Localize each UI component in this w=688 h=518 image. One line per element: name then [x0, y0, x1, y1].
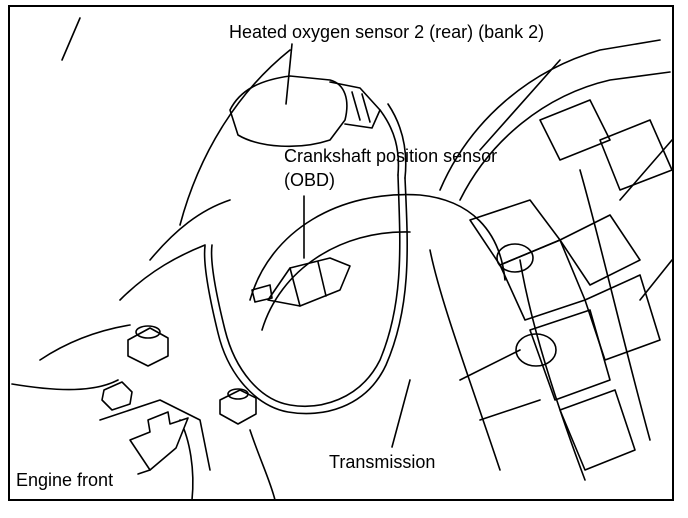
- transmission-boss-1: [496, 243, 534, 273]
- diagram-frame: [8, 5, 674, 501]
- transmission-outline-4: [519, 259, 586, 481]
- transmission-boss-2: [515, 333, 557, 367]
- diagonal-line: [61, 17, 81, 61]
- transmission-rib-7: [599, 119, 673, 191]
- oxygen-sensor-wire-loop-2: [387, 103, 407, 179]
- engine-block-curve: [179, 49, 291, 226]
- transmission-rib-1: [469, 199, 561, 266]
- transmission-diagonal-5: [459, 349, 521, 381]
- engine-block-curve-2: [149, 199, 231, 261]
- crankshaft-sensor-label-obd: (OBD): [284, 170, 335, 190]
- transmission-diagonal-1: [479, 59, 561, 151]
- heated-oxygen-sensor-label: Heated oxygen sensor 2 (rear) (bank 2): [229, 22, 545, 42]
- transmission-outline-2: [459, 71, 671, 201]
- transmission-outline: [439, 39, 661, 191]
- transmission-rib-3: [499, 239, 586, 321]
- bolt-1: [127, 327, 169, 367]
- oxygen-sensor-wire: [210, 174, 401, 407]
- crankshaft-sensor-body: [267, 257, 351, 307]
- flywheel-housing: [249, 193, 506, 301]
- oxygen-sensor-body: [229, 75, 348, 148]
- transmission-rib-5: [529, 309, 611, 401]
- bolt-3: [101, 381, 133, 411]
- transmission-rib-2: [559, 214, 641, 286]
- transmission-label: Transmission: [329, 452, 436, 472]
- oxygen-sensor-pointer: [285, 43, 293, 105]
- engine-block-curve-3: [119, 244, 206, 301]
- transmission-rib-8: [539, 99, 611, 161]
- transmission-diagonal-3: [639, 259, 673, 301]
- oxygen-sensor-connector-detail: [351, 91, 371, 123]
- transmission-rib-4: [584, 274, 661, 361]
- bolt-2-head: [227, 388, 249, 400]
- engine-front-arrow-shaft: [137, 469, 151, 475]
- engine-front-arrow: [129, 411, 189, 471]
- crankshaft-sensor-detail: [289, 261, 327, 307]
- lower-bracket: [99, 399, 211, 471]
- transmission-outline-5: [579, 169, 651, 441]
- transmission-diagonal-4: [479, 399, 541, 421]
- crankshaft-sensor-label: Crankshaft position sensor: [284, 146, 498, 166]
- oxygen-sensor-wire-2: [203, 177, 408, 415]
- transmission-diagonal-2: [619, 139, 673, 201]
- lower-line: [249, 429, 276, 501]
- bolt-1-head: [135, 325, 161, 339]
- engine-front-label: Engine front: [16, 470, 114, 490]
- oxygen-sensor-wire-loop: [379, 109, 400, 176]
- flywheel-housing-inner: [261, 231, 411, 331]
- crankshaft-sensor-bracket: [251, 284, 273, 303]
- engine-block-outline: [11, 379, 119, 391]
- engine-block-curve-4: [39, 324, 131, 361]
- transmission-pointer: [391, 379, 411, 448]
- bolt-2: [219, 389, 257, 425]
- transmission-rib-6: [559, 389, 636, 471]
- transmission-outline-3: [429, 249, 501, 471]
